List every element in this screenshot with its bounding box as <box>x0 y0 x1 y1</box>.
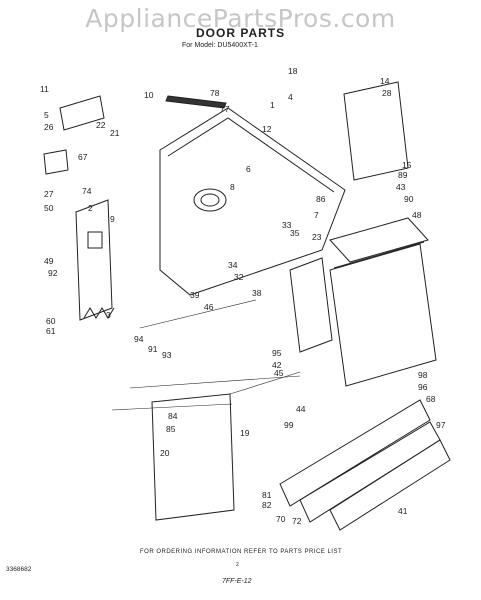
part-callout-60: 60 <box>46 316 56 326</box>
part-callout-48: 48 <box>412 210 422 220</box>
part-callout-35: 35 <box>290 228 300 238</box>
signature-mark: 7FF-E-12 <box>222 578 252 585</box>
part-callout-19: 19 <box>240 428 250 438</box>
part-callout-68: 68 <box>426 394 436 404</box>
part-callout-92: 92 <box>48 268 58 278</box>
hinge-bracket-box <box>343 81 409 181</box>
part-callout-4: 4 <box>288 92 293 102</box>
part-callout-70: 70 <box>276 514 286 524</box>
part-callout-6: 6 <box>246 164 251 174</box>
part-callout-26: 26 <box>44 122 54 132</box>
part-callout-12: 12 <box>262 124 272 134</box>
part-callout-67: 67 <box>78 152 88 162</box>
page-mark: 2 <box>236 562 239 568</box>
panel-42 <box>289 257 333 353</box>
diagram-title: DOOR PARTS <box>196 26 286 40</box>
part-callout-49: 49 <box>44 256 54 266</box>
document-code: 3368682 <box>6 566 32 573</box>
part-callout-33: 33 <box>282 220 292 230</box>
kickplate-panel <box>279 399 431 507</box>
part-callout-95: 95 <box>272 348 282 358</box>
part-callout-23: 23 <box>312 232 322 242</box>
part-callout-43: 43 <box>396 182 406 192</box>
part-callout-77: 77 <box>220 104 230 114</box>
part-callout-96: 96 <box>418 382 428 392</box>
front-panel-48 <box>329 243 437 387</box>
part-callout-22: 22 <box>96 120 106 130</box>
part-callout-81: 81 <box>262 490 272 500</box>
part-callout-84: 84 <box>168 411 178 421</box>
part-callout-39: 39 <box>190 290 200 300</box>
part-callout-94: 94 <box>134 334 144 344</box>
vent-part <box>193 188 227 212</box>
part-callout-11: 11 <box>40 84 49 94</box>
spring-part <box>83 307 115 319</box>
part-callout-14: 14 <box>380 76 390 86</box>
part-callout-74: 74 <box>82 186 92 196</box>
part-callout-89: 89 <box>398 170 408 180</box>
watermark: AppliancePartsPros.com <box>85 4 396 33</box>
part-callout-91: 91 <box>148 344 158 354</box>
part-callout-99: 99 <box>284 420 294 430</box>
part-callout-9: 9 <box>110 214 115 224</box>
part-callout-41: 41 <box>398 506 408 516</box>
part-callout-7: 7 <box>314 210 319 220</box>
part-callout-46: 46 <box>204 302 214 312</box>
part-callout-98: 98 <box>418 370 428 380</box>
part-callout-78: 78 <box>210 88 220 98</box>
part-callout-42: 42 <box>272 360 282 370</box>
part-callout-32: 32 <box>234 272 244 282</box>
part-callout-97: 97 <box>436 420 446 430</box>
model-subtitle: For Model: DU5400XT-1 <box>182 42 258 49</box>
part-callout-8: 8 <box>230 182 235 192</box>
part-callout-20: 20 <box>160 448 170 458</box>
part-callout-82: 82 <box>262 500 272 510</box>
part-callout-1: 1 <box>270 100 275 110</box>
part-callout-38: 38 <box>252 288 262 298</box>
ordering-footnote: FOR ORDERING INFORMATION REFER TO PARTS … <box>140 549 343 555</box>
part-callout-85: 85 <box>166 424 176 434</box>
part-callout-90: 90 <box>404 194 414 204</box>
switch-box <box>151 393 235 521</box>
part-callout-50: 50 <box>44 203 54 213</box>
part-callout-72: 72 <box>292 516 302 526</box>
part-callout-61: 61 <box>46 326 56 336</box>
part-callout-93: 93 <box>162 350 172 360</box>
part-callout-21: 21 <box>110 128 120 138</box>
front-panel-90 <box>329 217 429 263</box>
part-callout-2: 2 <box>88 203 93 213</box>
side-bracket <box>75 199 113 321</box>
part-callout-45: 45 <box>274 368 284 378</box>
part-callout-28: 28 <box>382 88 392 98</box>
part-callout-86: 86 <box>316 194 326 204</box>
part-callout-3: 3 <box>106 310 111 320</box>
latch-block <box>59 95 105 131</box>
latch-part-26 <box>43 149 69 175</box>
part-callout-34: 34 <box>228 260 238 270</box>
part-callout-10: 10 <box>144 90 154 100</box>
part-callout-18: 18 <box>288 66 298 76</box>
strip-part <box>165 95 227 109</box>
part-callout-5: 5 <box>44 110 49 120</box>
part-callout-44: 44 <box>296 404 306 414</box>
part-callout-27: 27 <box>44 189 54 199</box>
part-callout-15: 15 <box>402 160 412 170</box>
